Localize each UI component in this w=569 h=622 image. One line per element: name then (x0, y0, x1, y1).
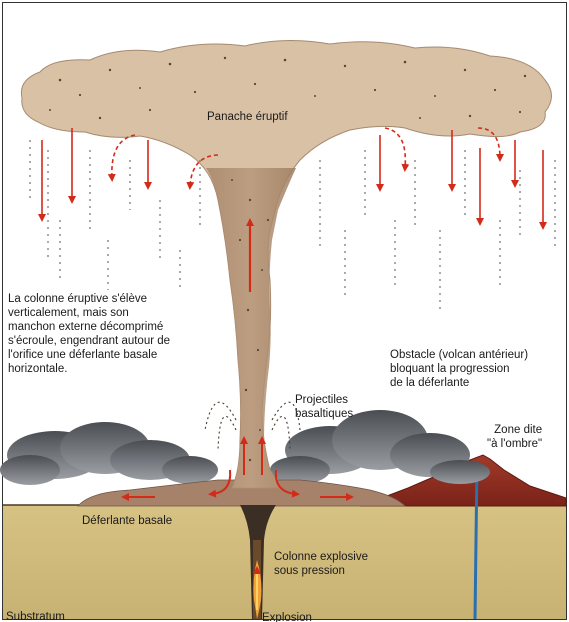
left-grey-cloud (0, 422, 218, 485)
label-deferlante-basale: Déferlante basale (82, 514, 172, 528)
volcano-conduit (475, 462, 477, 619)
label-panache: Panache éruptif (207, 110, 288, 124)
label-projectiles: Projectiles basaltiques (295, 393, 353, 421)
eruptive-plume (21, 40, 551, 488)
label-zone-ombre: Zone dite "à l'ombre" (487, 423, 542, 451)
right-grey-cloud (270, 410, 490, 484)
label-explosion: Explosion (262, 611, 312, 622)
label-colonne-explosive: Colonne explosive sous pression (274, 550, 368, 578)
label-obstacle: Obstacle (volcan antérieur) bloquant la … (390, 348, 568, 390)
label-substratum: Substratum (6, 610, 65, 622)
label-colonne-description: La colonne éruptive s'élève verticalemen… (8, 292, 223, 376)
